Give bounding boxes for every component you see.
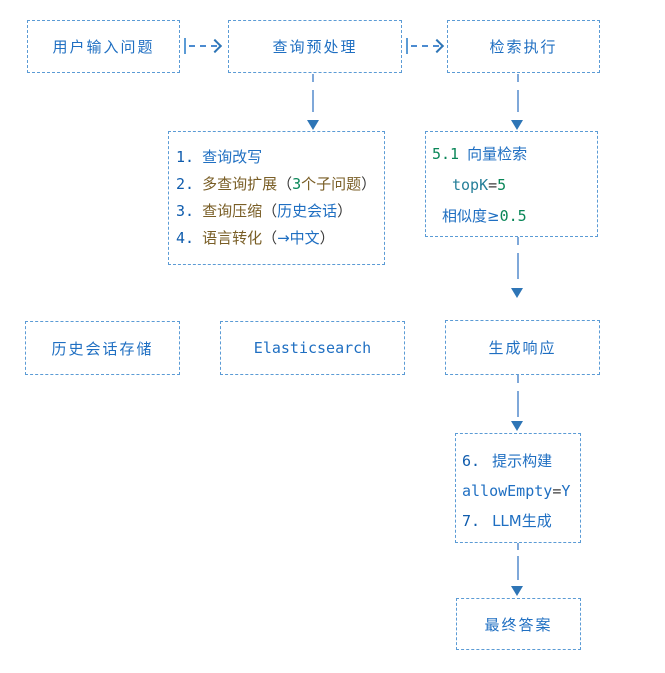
node-preprocess-steps: 1.查询改写 2.多查询扩展（3个子问题） 3.查询压缩（历史会话） 4.语言转… [168,131,385,265]
vector-search-similarity: 相似度≥0.5 [432,201,593,232]
arrow-head-icon [429,38,445,54]
equals-sign: = [552,482,562,500]
vector-search-title: 5.1 向量检索 [432,139,593,170]
prompt-build-param: allowEmpty=Y [462,476,576,506]
step-number: 2. [176,175,195,193]
arrow-down-icon [511,586,523,596]
step-number: 3. [176,202,195,220]
param-key: topK [452,176,489,194]
node-user-input: 用户输入问题 [27,20,180,73]
vector-search-topk: topK=5 [432,170,593,201]
connector-line [312,90,314,112]
step-number: 6. [462,452,481,470]
step-text: 语言转化 [202,229,263,247]
node-user-input-label: 用户输入问题 [52,38,155,56]
connector-line [517,90,519,112]
node-final-answer-label: 最终答案 [484,615,553,634]
node-elasticsearch: Elasticsearch [220,321,405,375]
step-note: →中文 [277,229,320,247]
connector-line [312,74,314,82]
llm-generate-step: 7. LLM生成 [462,506,576,536]
paren: （ [262,229,278,247]
connector-line [517,74,519,82]
arrow-bar [406,38,408,54]
paren: ） [361,175,377,193]
step-text: LLM生成 [492,512,552,530]
node-history-store-label: 历史会话存储 [51,339,154,358]
step-text: 个子问题 [301,175,362,193]
arrow-shaft [411,45,439,47]
step-item-1: 1. 查询改写 [176,144,378,171]
connector-line [517,253,519,279]
param-key: 相似度≥ [442,207,500,225]
connector-line [517,237,519,245]
arrow-head-icon [207,38,223,54]
step-note: 历史会话 [277,202,338,220]
step-item-2: 2. 多查询扩展（3个子问题） [176,171,378,198]
prompt-build-step: 6. 提示构建 [462,446,576,476]
node-retrieval: 检索执行 [447,20,600,73]
paren: ） [319,229,335,247]
equals-sign: = [488,176,498,194]
step-item-4: 4. 语言转化（→中文） [176,225,378,252]
arrow-right-icon [406,38,445,54]
node-query-preprocess: 查询预处理 [228,20,402,73]
node-final-answer: 最终答案 [456,598,581,650]
node-retrieval-label: 检索执行 [489,38,558,56]
arrow-down-icon [307,120,319,130]
step-text: 查询压缩 [202,202,263,220]
step-number: 7. [462,512,481,530]
paren: ） [337,202,353,220]
node-vector-search: 5.1 向量检索 topK=5 相似度≥0.5 [425,131,598,237]
step-item-3: 3. 查询压缩（历史会话） [176,198,378,225]
node-generate-response: 生成响应 [445,320,600,375]
node-elasticsearch-label: Elasticsearch [253,339,372,357]
step-number: 5.1 [432,145,460,163]
param-value: Y [561,482,571,500]
param-key: allowEmpty [462,482,553,500]
connector-line [517,391,519,417]
arrow-down-icon [511,288,523,298]
param-value: 5 [497,176,507,194]
node-history-store: 历史会话存储 [25,321,180,375]
node-prompt-build: 6. 提示构建 allowEmpty=Y 7. LLM生成 [455,433,581,543]
param-value: 0.5 [499,207,527,225]
step-count: 3 [292,175,302,193]
step-text: 提示构建 [492,452,553,470]
arrow-shaft [189,45,217,47]
connector-line [517,543,519,550]
arrow-down-icon [511,421,523,431]
connector-line [517,375,519,383]
paren: （ [262,202,278,220]
arrow-down-icon [511,120,523,130]
node-generate-response-label: 生成响应 [488,339,557,357]
paren: （ [277,175,293,193]
step-number: 4. [176,229,195,247]
node-query-preprocess-label: 查询预处理 [272,38,358,56]
arrow-right-icon [184,38,223,54]
step-number: 1. [176,148,195,166]
arrow-bar [184,38,186,54]
step-text: 向量检索 [467,145,528,163]
step-text: 查询改写 [202,148,263,166]
connector-line [517,556,519,580]
step-text: 多查询扩展 [202,175,278,193]
